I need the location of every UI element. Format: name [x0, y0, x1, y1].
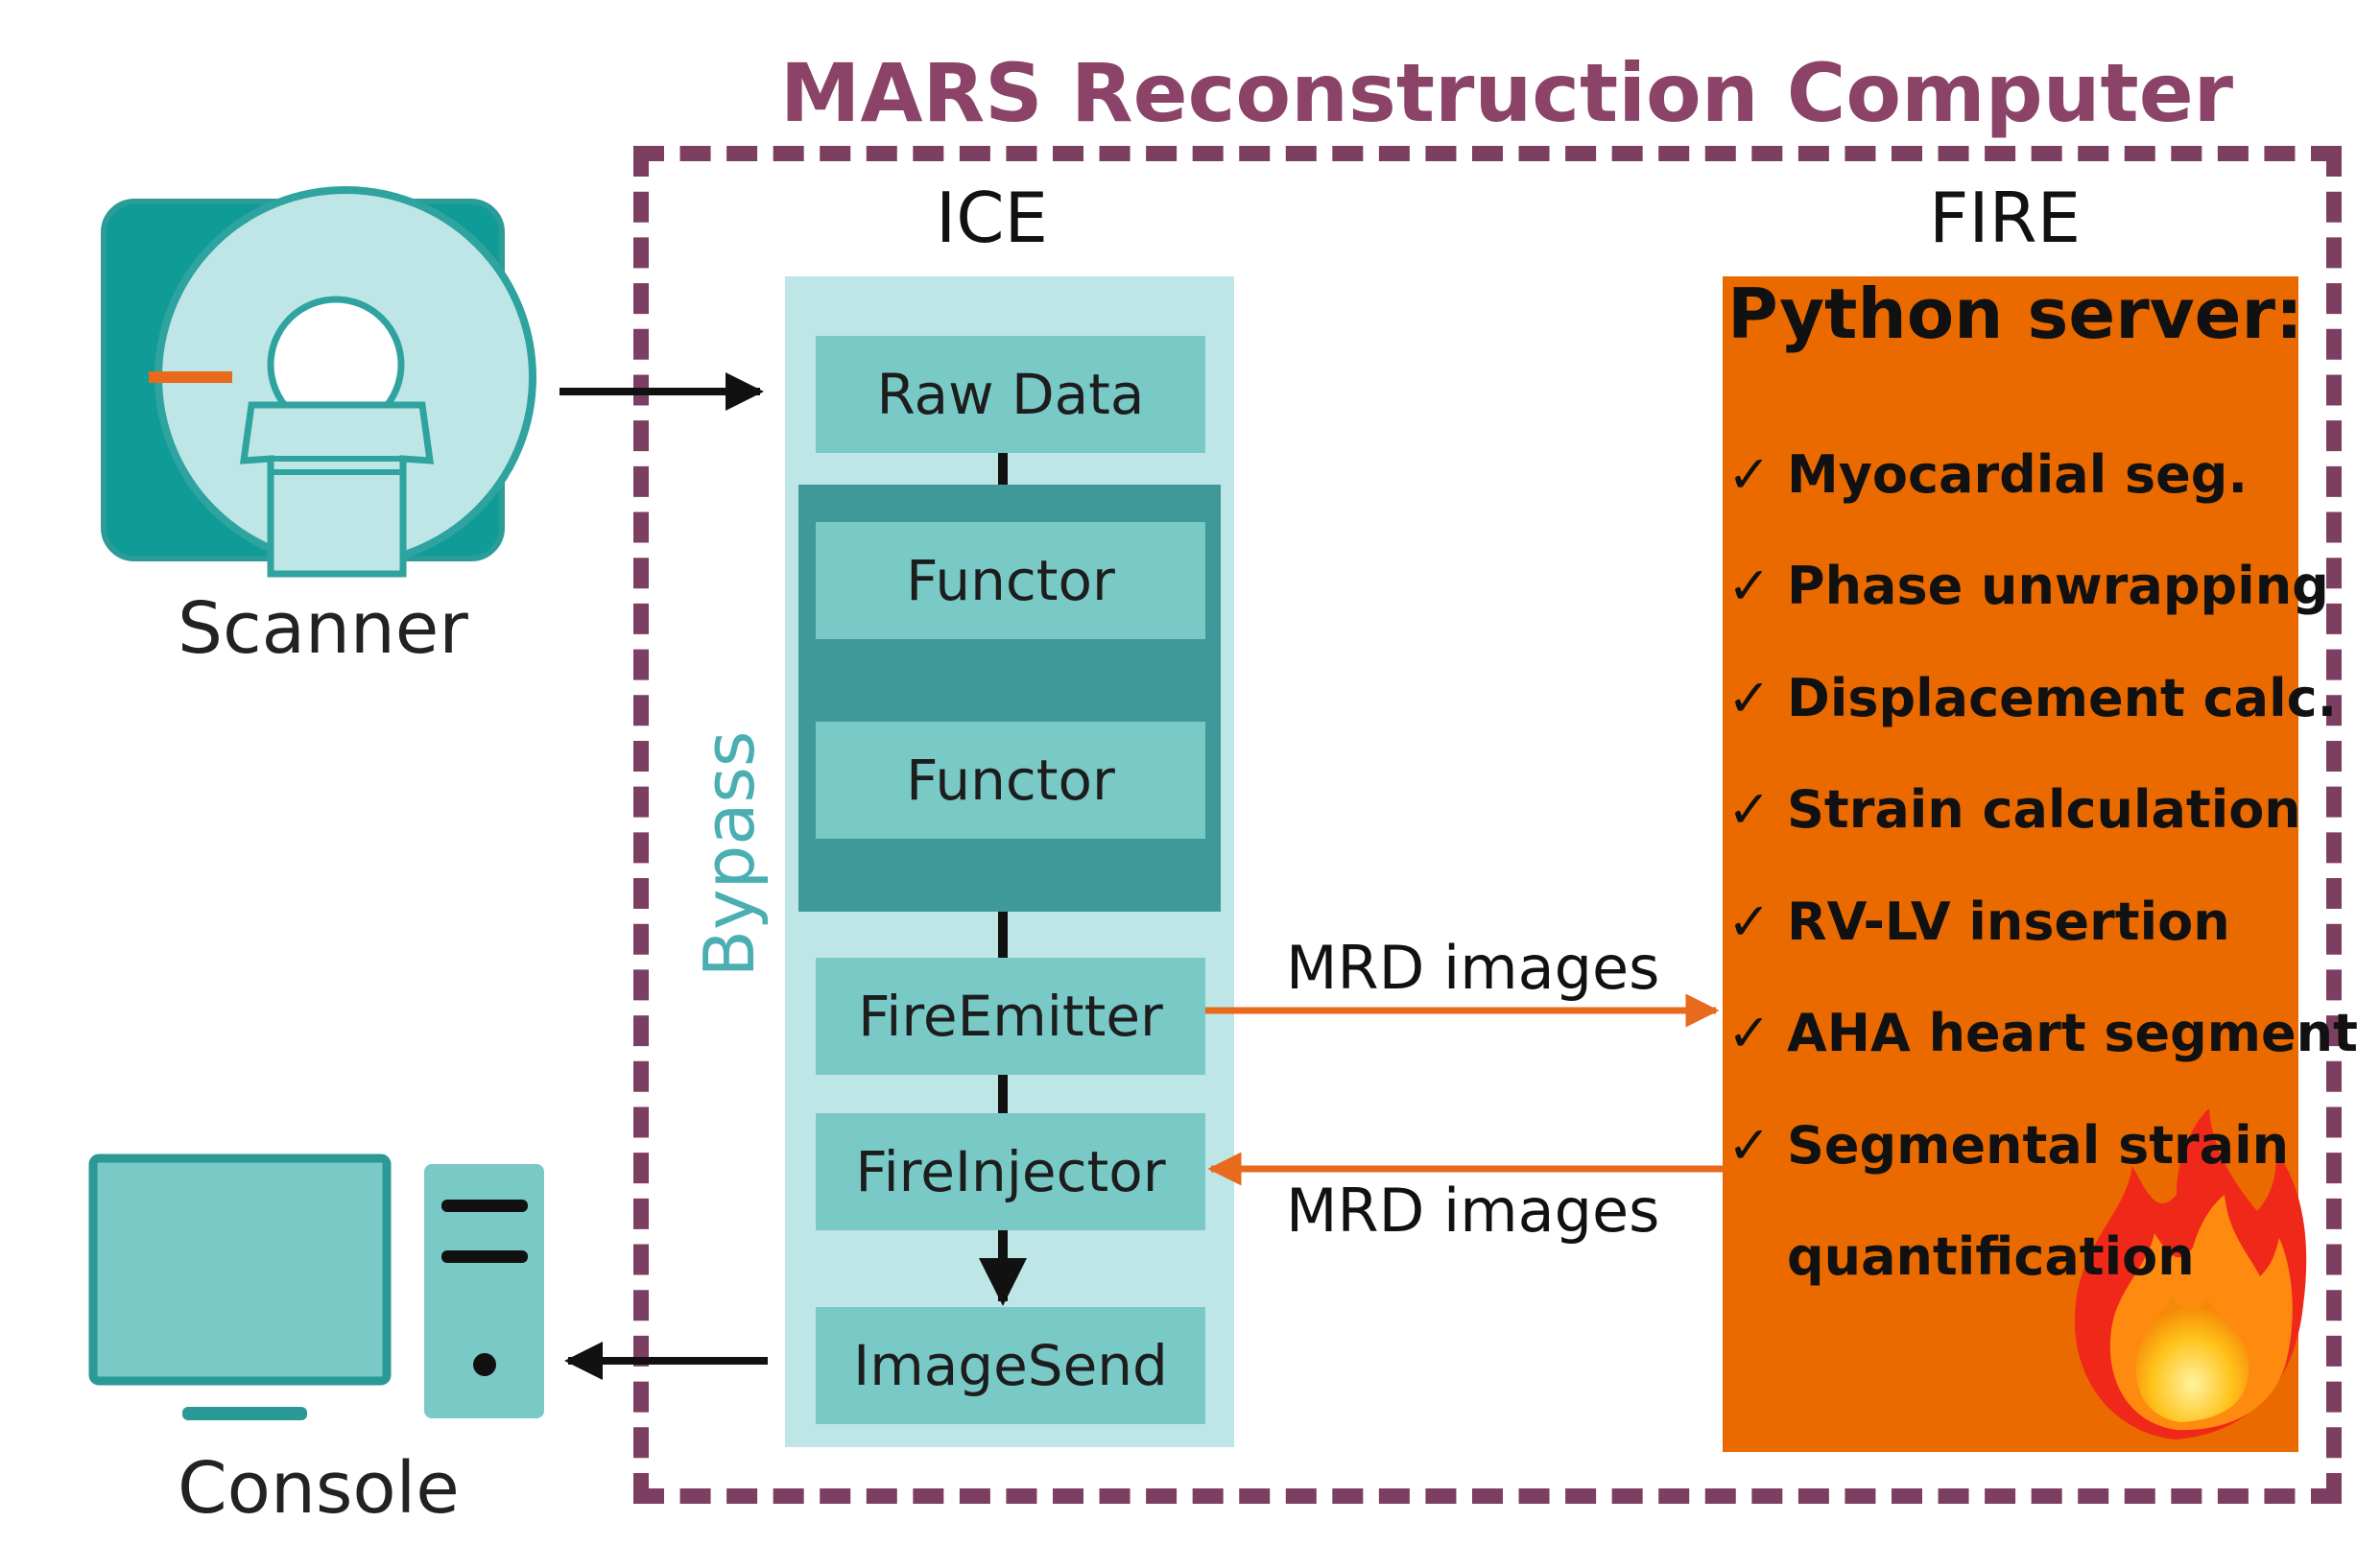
feature-item: ✓Myocardial seg.: [1727, 444, 2248, 505]
server-title: Python server:: [1727, 274, 2303, 354]
block-fire-emitter: FireEmitter: [816, 958, 1205, 1075]
scanner-label: Scanner: [178, 587, 468, 670]
check-icon: ✓: [1727, 779, 1772, 840]
console-label: Console: [178, 1447, 460, 1530]
feature-label: Strain calculation: [1787, 779, 2301, 840]
computer-monitor-icon: [88, 1154, 392, 1420]
check-icon: ✓: [1727, 668, 1772, 728]
check-icon: ✓: [1727, 1115, 1772, 1176]
ice-label: ICE: [936, 178, 1048, 258]
feature-label: AHA heart segment: [1787, 1003, 2358, 1063]
feature-label: RV-LV insertion: [1787, 892, 2230, 952]
block-functor-2: Functor: [816, 722, 1205, 839]
feature-item: ✓AHA heart segment: [1727, 1003, 2358, 1063]
feature-continuation: quantification: [1787, 1226, 2195, 1287]
block-functor-1: Functor: [816, 522, 1205, 639]
diagram-title: MARS Reconstruction Computer: [779, 46, 2234, 140]
feature-item: ✓Phase unwrapping: [1727, 556, 2329, 616]
feature-label: Myocardial seg.: [1787, 444, 2248, 505]
feature-item: ✓Segmental strain: [1727, 1115, 2289, 1176]
feature-label: Displacement calc.: [1787, 668, 2338, 728]
inject-arrow-label: MRD images: [1286, 1176, 1660, 1246]
block-fire-injector: FireInjector: [816, 1113, 1205, 1230]
feature-item: ✓Strain calculation: [1727, 779, 2301, 840]
feature-item: ✓Displacement calc.: [1727, 668, 2337, 728]
feature-item: ✓RV-LV insertion: [1727, 892, 2230, 952]
block-raw-data: Raw Data: [816, 336, 1205, 453]
reconstruction-computer-boundary: [633, 146, 2342, 1504]
check-icon: ✓: [1727, 444, 1772, 505]
fire-label: FIRE: [1929, 178, 2082, 258]
emit-arrow-label: MRD images: [1286, 933, 1660, 1003]
mri-scanner-icon: [101, 186, 536, 578]
feature-label: Segmental strain: [1787, 1115, 2290, 1176]
computer-tower-icon: [424, 1164, 544, 1418]
check-icon: ✓: [1727, 556, 1772, 616]
block-image-send: ImageSend: [816, 1307, 1205, 1424]
feature-label: Phase unwrapping: [1787, 556, 2329, 616]
fire-icon: [2074, 1108, 2307, 1439]
check-icon: ✓: [1727, 1003, 1772, 1063]
check-icon: ✓: [1727, 892, 1772, 952]
